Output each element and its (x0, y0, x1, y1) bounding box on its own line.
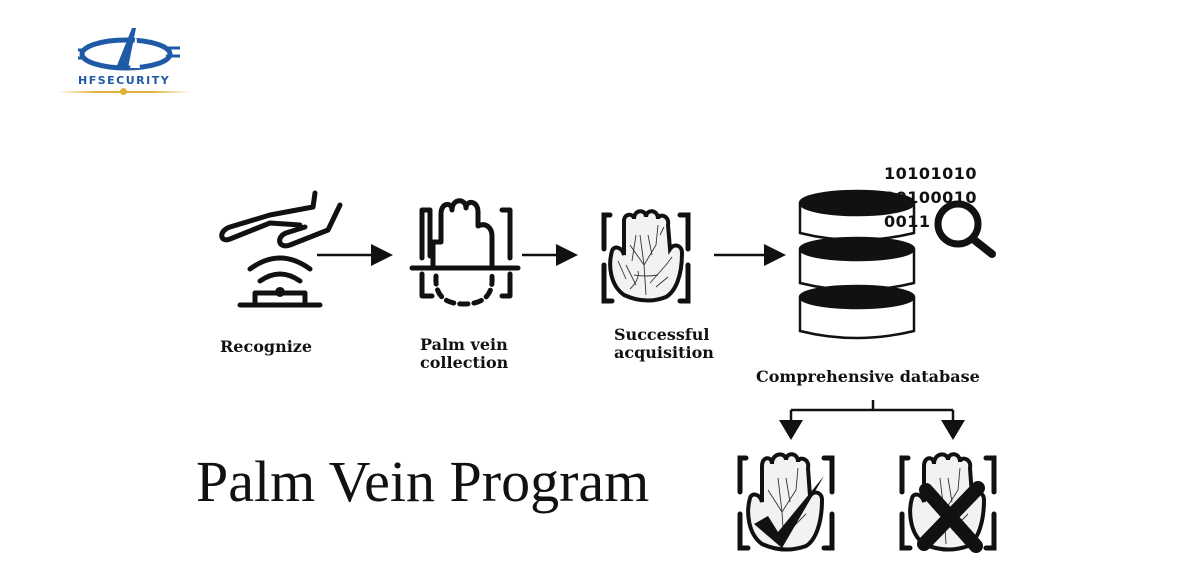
step-label-collection-line2: collection (420, 353, 509, 372)
step-label-acquisition-line2: acquisition (614, 343, 714, 362)
arrow-down-icon (941, 420, 965, 440)
palm-check-icon (737, 452, 835, 552)
logo-emblem-icon (78, 28, 180, 71)
hand-over-sensor-icon (219, 190, 343, 308)
arrow-right-icon (714, 244, 786, 266)
logo-brand-text: HFSECURITY (78, 74, 171, 87)
arrow-down-icon (779, 420, 803, 440)
binary-line: 0011 (884, 212, 931, 231)
step-label-recognize: Recognize (220, 337, 313, 356)
palm-vein-icon (601, 209, 691, 304)
step-label-acquisition-line1: Successful (614, 325, 710, 344)
logo-dot (120, 88, 127, 95)
page-title: Palm Vein Program (196, 449, 650, 514)
binary-line: 10101010 (884, 164, 978, 183)
magnifier-icon (934, 200, 996, 258)
arrow-right-icon (522, 244, 578, 266)
logo: HFSECURITY (56, 24, 192, 96)
branch-arrows (779, 400, 965, 440)
step-label-collection-line1: Palm vein (420, 335, 508, 354)
palm-scan-icon (409, 198, 521, 307)
step-label-collection: Palm vein collection (420, 336, 508, 372)
step-label-database: Comprehensive database (756, 367, 980, 386)
database-icon (798, 189, 916, 340)
arrow-right-icon (317, 244, 393, 266)
binary-data: 10101010 00100010 0011 (884, 162, 977, 234)
step-label-acquisition: Successful acquisition (614, 326, 714, 362)
palm-cross-icon (899, 452, 997, 553)
